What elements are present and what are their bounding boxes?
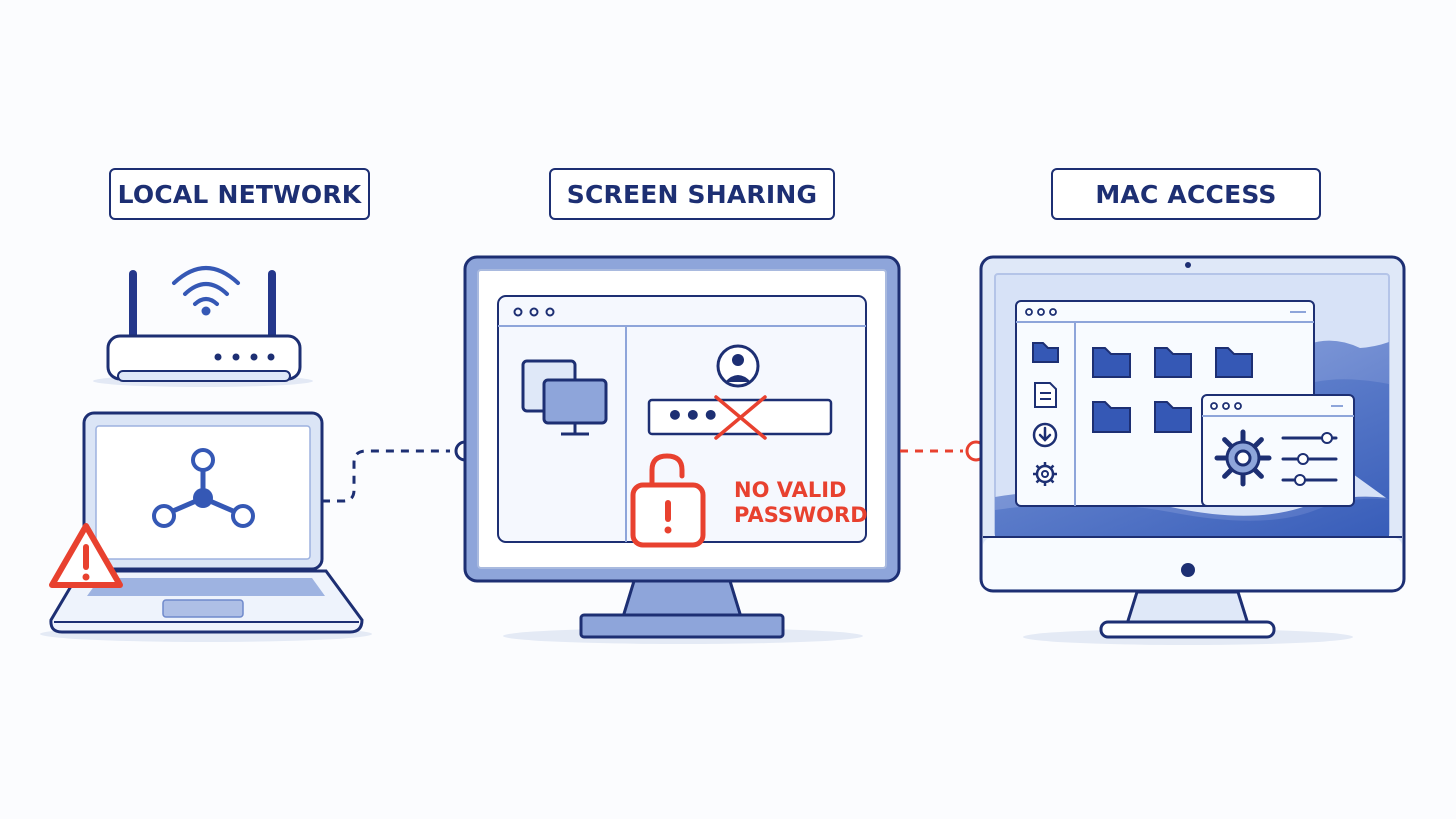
monitor-stand — [579, 613, 785, 639]
settings-window — [1201, 394, 1355, 507]
user-avatar-icon — [716, 344, 760, 388]
folder-icon — [1092, 347, 1131, 378]
folder-icon — [1092, 401, 1131, 433]
window-control-dot — [1037, 308, 1045, 316]
wifi-router-icon — [106, 266, 302, 382]
router-light-4 — [267, 353, 275, 361]
window-control-dot — [1222, 402, 1230, 410]
router-right-antenna — [268, 270, 276, 340]
laptop-keyboard — [87, 578, 325, 596]
mac-access-label: MAC ACCESS — [1051, 168, 1321, 220]
window-control-dot — [513, 307, 523, 317]
network-connector — [322, 449, 450, 503]
router-light-3 — [250, 353, 258, 361]
document-icon — [1034, 382, 1057, 408]
router-left-antenna — [129, 270, 137, 340]
folder-icon — [1032, 342, 1059, 363]
router-base — [117, 370, 291, 382]
router-light-2 — [232, 353, 240, 361]
settings-sliders-icon — [1281, 432, 1338, 486]
screen-sharing-label: SCREEN SHARING — [549, 168, 835, 220]
warning-triangle-icon — [49, 523, 123, 588]
folder-icon — [1215, 347, 1253, 378]
invalid-password-line-2: PASSWORD — [734, 503, 868, 527]
download-icon — [1032, 422, 1058, 448]
wifi-dot — [201, 306, 211, 316]
invalid-password-x-icon — [714, 395, 767, 440]
laptop-trackpad — [162, 599, 244, 618]
network-nodes-icon — [152, 448, 255, 528]
mac-base — [1099, 620, 1276, 639]
wifi-signal-middle — [183, 282, 229, 296]
window-control-dot — [1025, 308, 1033, 316]
window-control-dot — [1049, 308, 1057, 316]
mac-chin — [983, 538, 1402, 589]
multiple-screens-icon — [521, 359, 608, 436]
monitor-screen-sharing-icon: ••• — [463, 255, 901, 639]
local-network-label: LOCAL NETWORK — [109, 168, 370, 220]
gear-icon — [1214, 429, 1272, 487]
invalid-password-line-1: NO VALID — [734, 478, 847, 502]
monitor-neck — [620, 579, 744, 619]
folder-icon — [1154, 347, 1192, 378]
wifi-signal-icon — [172, 266, 240, 285]
folder-icon — [1154, 401, 1192, 433]
unlocked-padlock-icon — [630, 453, 706, 548]
wifi-signal-inner — [193, 297, 219, 306]
router-light-1 — [214, 353, 222, 361]
laptop-icon — [49, 411, 364, 634]
password-mask: ••• — [666, 399, 720, 432]
mac-stand — [1124, 590, 1251, 626]
gear-icon — [1033, 462, 1057, 486]
window-control-dot — [1234, 402, 1242, 410]
invalid-password-message: NO VALID PASSWORD — [734, 478, 874, 528]
imac-icon — [979, 255, 1406, 639]
mac-apple-dot — [1181, 563, 1195, 577]
window-control-dot — [529, 307, 539, 317]
window-control-dot — [1210, 402, 1218, 410]
window-control-dot — [545, 307, 555, 317]
mac-camera — [1185, 262, 1191, 268]
